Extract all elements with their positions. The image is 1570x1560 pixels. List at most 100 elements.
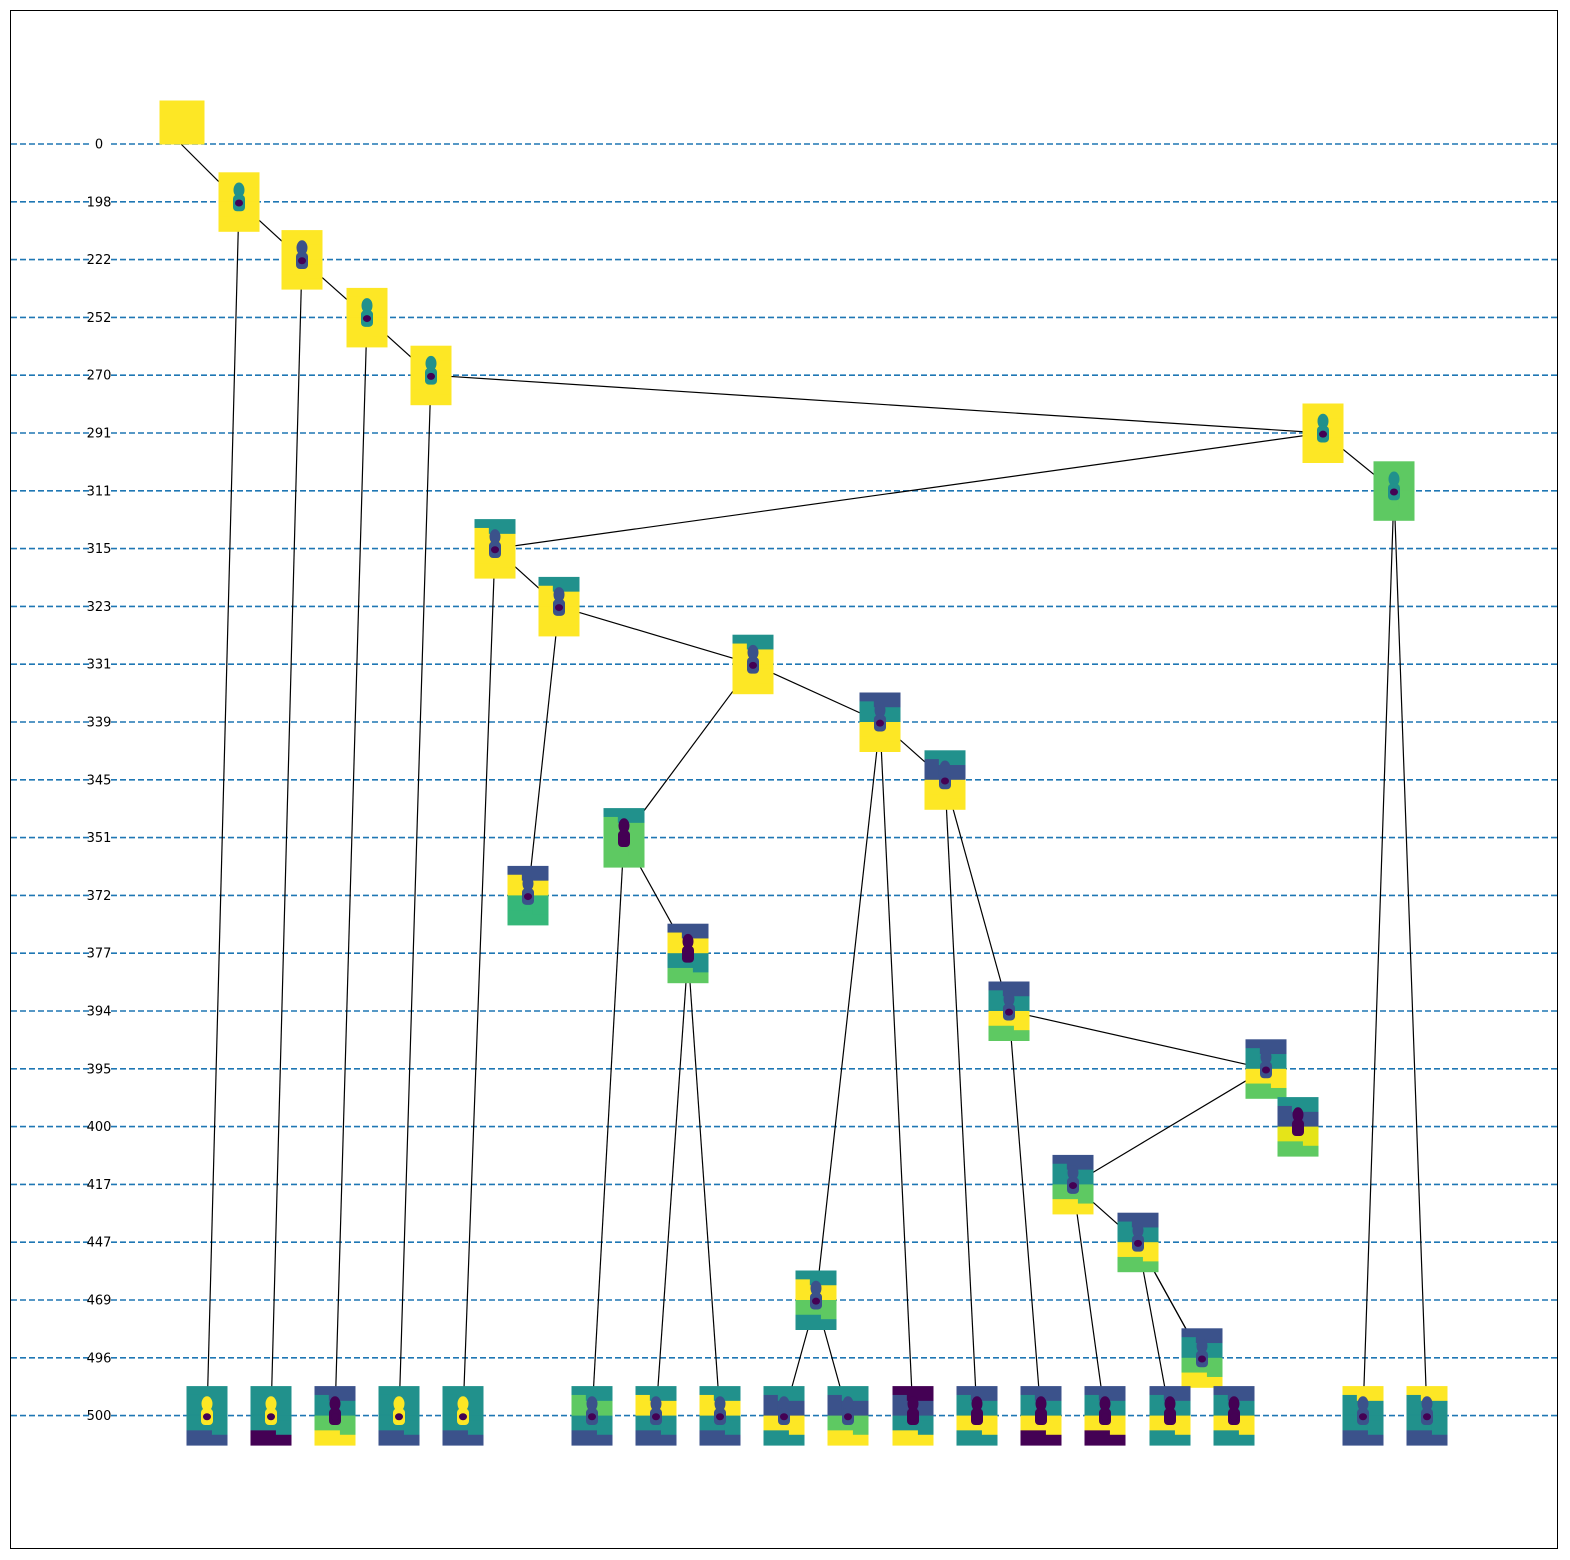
figure-head	[682, 933, 694, 949]
thumbnail-patch	[724, 1420, 741, 1435]
figure-hands	[203, 1413, 211, 1421]
node-thumbnail	[732, 634, 774, 695]
node-thumbnail	[924, 750, 966, 810]
tree-edge	[591, 837, 625, 1416]
thumbnail-patch	[924, 759, 939, 779]
thumbnail-patch	[1431, 1420, 1448, 1435]
thumbnail-patch	[628, 842, 645, 857]
figure-head	[1035, 1396, 1047, 1412]
tree-edge	[1008, 1010, 1267, 1070]
level-label: 500	[87, 1409, 112, 1424]
tree-edge	[398, 375, 432, 1416]
figure-hands	[941, 777, 949, 785]
figure-hands	[331, 1413, 339, 1421]
level-label: 345	[87, 773, 112, 788]
thumbnail-patch	[243, 206, 260, 221]
node-thumbnail	[1052, 1154, 1094, 1215]
figure-head	[650, 1396, 662, 1412]
level-guides: 0198222252270291311315323331339345351372…	[11, 138, 1559, 1424]
thumbnail-patch	[763, 1394, 778, 1415]
figure-hands	[684, 950, 692, 958]
tree-nodes	[159, 100, 1448, 1446]
figure-hands	[749, 661, 757, 669]
thumbnail-patch	[699, 1394, 714, 1415]
figure-hands	[427, 372, 435, 380]
tree-edge	[1072, 1068, 1267, 1185]
figure-head	[1003, 991, 1015, 1007]
figure-head	[522, 876, 534, 892]
figure-head	[1421, 1396, 1433, 1412]
thumbnail-patch	[795, 1279, 810, 1299]
tree-edge	[334, 317, 368, 1416]
thumbnail-patch	[1367, 1420, 1384, 1435]
leaf-thumbnail	[827, 1386, 869, 1446]
node-thumbnail	[603, 808, 645, 868]
thumbnail-patch	[306, 264, 323, 279]
thumbnail-patch	[1045, 1420, 1062, 1435]
figure-hands	[812, 1297, 820, 1305]
tree-edge	[944, 779, 978, 1416]
figure-hands	[1069, 1182, 1077, 1190]
thumbnail-patch	[346, 296, 361, 316]
tree-edge	[623, 663, 754, 838]
figure-head	[233, 182, 245, 198]
figure-head	[842, 1396, 854, 1412]
figure-hands	[1423, 1413, 1431, 1421]
hierarchy-diagram: 0198222252270291311315323331339345351372…	[11, 100, 1559, 1446]
figure-head	[618, 818, 630, 834]
leaf-thumbnail	[1149, 1386, 1191, 1446]
figure-hands	[716, 1413, 724, 1421]
thumbnail-patch	[563, 610, 580, 626]
figure-hands	[298, 257, 306, 265]
node-thumbnail	[410, 345, 452, 406]
level-label: 311	[87, 484, 112, 499]
thumbnail-patch	[499, 553, 516, 568]
thumbnail-patch	[884, 726, 901, 742]
thumbnail-patch	[371, 321, 388, 337]
thumbnail-patch	[635, 1394, 650, 1415]
leaf-thumbnail	[1213, 1386, 1255, 1446]
level-label: 395	[87, 1062, 112, 1077]
thumbnail-patch	[1174, 1420, 1191, 1435]
figure-hands	[235, 199, 243, 207]
thumbnail-patch	[314, 1394, 329, 1415]
level-label: 222	[87, 253, 112, 268]
tree-edge	[462, 548, 496, 1416]
thumbnail-patch	[1406, 1394, 1421, 1415]
thumbnail-patch	[956, 1394, 971, 1415]
thumbnail-patch	[917, 1420, 934, 1435]
level-label: 469	[87, 1294, 112, 1309]
node-thumbnail	[1373, 461, 1415, 521]
thumbnail-patch	[827, 1394, 842, 1415]
thumbnail-patch	[442, 1394, 457, 1415]
figure-hands	[1294, 1124, 1302, 1132]
figure-hands	[267, 1413, 275, 1421]
thumbnail-patch	[532, 899, 549, 915]
figure-head	[1292, 1107, 1304, 1123]
node-thumbnail	[1277, 1097, 1319, 1157]
figure-head	[1357, 1396, 1369, 1412]
figure-head	[778, 1396, 790, 1412]
thumbnail-patch	[1117, 1221, 1132, 1241]
figure-head	[971, 1396, 983, 1412]
thumbnail-patch	[1245, 1048, 1260, 1068]
leaf-thumbnail	[314, 1386, 356, 1446]
thumbnail-patch	[250, 1394, 265, 1415]
thumbnail-patch	[410, 354, 425, 374]
node-thumbnail	[218, 172, 260, 232]
leaf-thumbnail	[1406, 1386, 1448, 1446]
thumbnail-patch	[186, 1394, 201, 1415]
figure-hands	[491, 546, 499, 554]
thumbnail-patch	[852, 1420, 869, 1435]
figure-head	[1164, 1396, 1176, 1412]
figure-head	[939, 760, 951, 776]
thumbnail-patch	[1206, 1362, 1223, 1377]
thumbnail-patch	[1149, 1394, 1164, 1415]
leaf-thumbnail	[1342, 1386, 1384, 1446]
node-thumbnail	[988, 981, 1030, 1041]
thumbnail-patch	[988, 990, 1003, 1010]
level-label: 252	[87, 311, 112, 326]
figure-hands	[1005, 1008, 1013, 1016]
thumbnail-patch	[211, 1420, 228, 1435]
thumbnail-patch	[692, 957, 709, 973]
